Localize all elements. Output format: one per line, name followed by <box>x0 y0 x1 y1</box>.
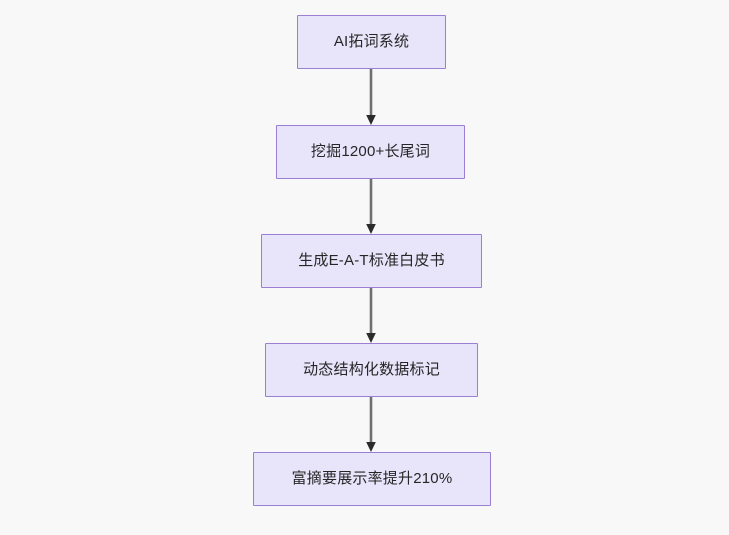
flow-node-label: 挖掘1200+长尾词 <box>310 143 431 160</box>
flow-node-ai-keyword-system[interactable]: AI拓词系统 <box>297 15 446 69</box>
arrowhead-icon <box>366 224 376 234</box>
flow-node-mine-longtail-keywords[interactable]: 挖掘1200+长尾词 <box>276 125 465 179</box>
flow-node-label: 动态结构化数据标记 <box>303 361 440 378</box>
flow-node-label: 富摘要展示率提升210% <box>291 470 453 487</box>
arrowhead-icon <box>366 333 376 343</box>
flow-node-rich-snippet-uplift[interactable]: 富摘要展示率提升210% <box>253 452 491 506</box>
flow-edge-2 <box>366 179 376 234</box>
flow-node-dynamic-structured-data[interactable]: 动态结构化数据标记 <box>265 343 478 397</box>
flow-node-label: 生成E-A-T标准白皮书 <box>298 252 445 269</box>
flow-edge-1 <box>366 69 376 125</box>
arrowhead-icon <box>366 442 376 452</box>
arrowhead-icon <box>366 115 376 125</box>
flow-edge-3 <box>366 288 376 343</box>
flow-node-generate-eat-whitepaper[interactable]: 生成E-A-T标准白皮书 <box>261 234 482 288</box>
flow-node-label: AI拓词系统 <box>333 33 410 50</box>
flow-edge-4 <box>366 397 376 452</box>
